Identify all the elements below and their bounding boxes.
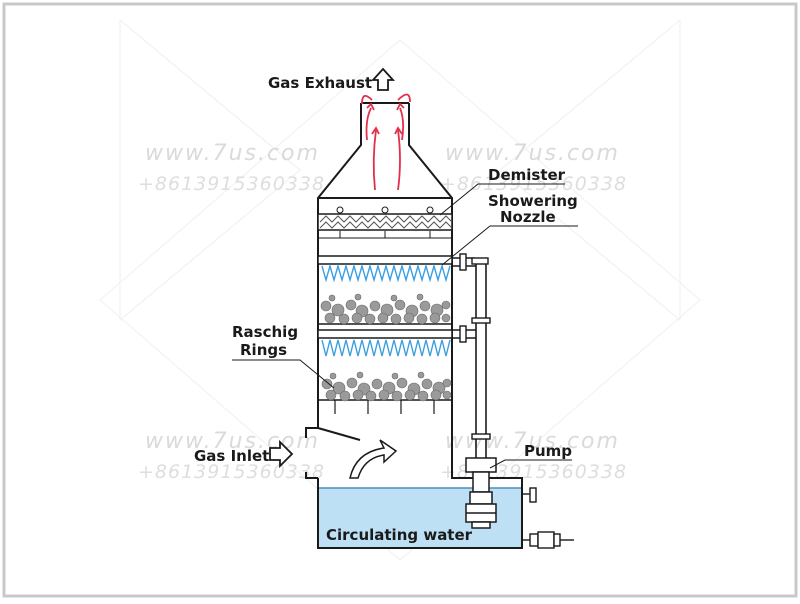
- gas-exhaust-label: Gas Exhaust: [268, 74, 372, 92]
- raschig-rings-label-line2: Rings: [240, 341, 287, 359]
- raschig-rings-label-line1: Raschig: [232, 323, 298, 341]
- lower-packing-bed: [318, 371, 452, 414]
- inlet-flow-arrow: [349, 439, 398, 479]
- upper-spray-zigzag: [321, 263, 451, 283]
- gas-inlet-label: Gas Inlet: [194, 447, 269, 465]
- gas-inlet-duct: [305, 427, 361, 479]
- showering-nozzle-label-line1: Showering: [488, 192, 578, 210]
- watermark-site-4: www.7us.com: [445, 429, 620, 454]
- watermark-site-1: www.7us.com: [145, 141, 320, 166]
- lower-spray-zigzag: [321, 339, 451, 357]
- exhaust-flow-arrows: [361, 93, 411, 191]
- gas-inlet-arrow-icon: [269, 439, 294, 469]
- pump: [465, 457, 497, 529]
- watermark-phone-1: +8613915360338: [138, 173, 325, 195]
- upper-packing-bed: [318, 293, 452, 325]
- upper-spray-header: [317, 255, 453, 283]
- drain-valve: [522, 531, 574, 549]
- leader-lines: [232, 183, 578, 469]
- exhaust-up-arrow-icon: [370, 67, 396, 91]
- watermark-phone-3: +8613915360338: [138, 461, 325, 483]
- demister-label: Demister: [488, 166, 566, 184]
- watermark-site-3: www.7us.com: [145, 429, 320, 454]
- background-decoration: [99, 18, 701, 561]
- pump-side-valve: [522, 487, 537, 503]
- lower-spray-header: [317, 329, 453, 357]
- showering-nozzle-label-line2: Nozzle: [500, 208, 556, 226]
- pump-label: Pump: [524, 442, 572, 460]
- pipe-flanges: [459, 253, 491, 440]
- watermark-site-2: www.7us.com: [445, 141, 620, 166]
- circulating-water-label: Circulating water: [326, 526, 473, 544]
- demister: [317, 206, 453, 239]
